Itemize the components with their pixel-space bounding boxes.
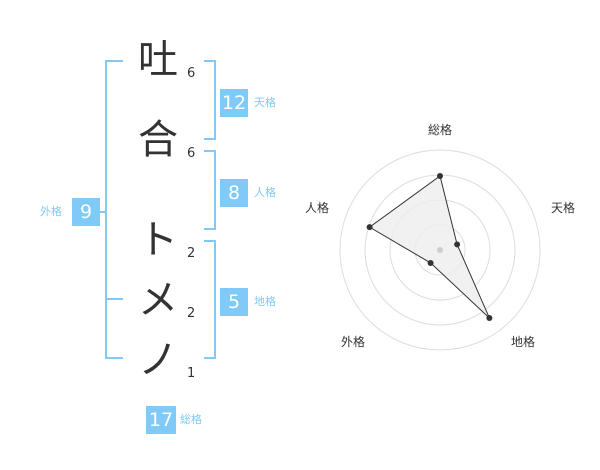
jinkaku-badge: 8 [220,179,248,207]
gaikaku-bracket-top [105,60,123,62]
radar-points [366,173,493,321]
radar-point-2 [454,241,461,248]
stroke-count-4: 2 [187,306,196,321]
radar-ring-4 [339,149,541,351]
soukaku-badge: 17 [146,406,176,434]
radar-point-3 [486,314,493,321]
radar-label-jinkaku: 人格 [305,201,330,215]
tenkaku-badge: 12 [220,89,248,117]
jinkaku-bracket-bottom [204,228,216,230]
radar-label-tenkaku: 天格 [551,201,576,215]
gaikaku-bracket-middle [105,298,123,300]
tenkaku-bracket-bottom [204,138,216,140]
radar-center-dot [437,247,443,253]
gaikaku-bracket-vertical [105,60,107,359]
stroke-count-2: 6 [187,146,196,161]
chikaku-bracket-vertical [214,240,216,359]
jinkaku-bracket-top [204,150,216,152]
chikaku-bracket-top [204,240,216,242]
radar-point-1 [437,173,443,179]
radar-point-5 [366,224,373,231]
chikaku-label: 地格 [254,295,276,308]
chikaku-bracket-bottom [204,357,216,359]
gaikaku-label: 外格 [40,205,62,218]
soukaku-label: 総格 [180,413,202,426]
name-char-3: ト [138,217,178,263]
jinkaku-bracket-vertical [214,150,216,230]
name-char-1: 吐 [138,37,178,83]
chikaku-badge: 5 [220,288,248,316]
radar-label-soukaku: 総格 [428,123,453,137]
radar-polygon [368,175,490,319]
tenkaku-bracket-vertical [214,60,216,140]
gaikaku-badge: 9 [72,198,100,226]
name-char-5: ノ [138,337,178,383]
radar-point-4 [427,259,434,266]
tenkaku-bracket-top [204,60,216,62]
name-char-4: メ [138,277,178,323]
name-char-2: 合 [138,117,178,163]
stroke-count-1: 6 [187,66,196,81]
gaikaku-bracket-bottom [105,357,123,359]
stroke-count-3: 2 [187,246,196,261]
radar-label-chikaku: 地格 [511,335,536,349]
jinkaku-label: 人格 [254,186,276,199]
tenkaku-label: 天格 [254,96,276,109]
radar-label-gaikaku: 外格 [341,335,366,349]
stroke-count-5: 1 [187,366,196,381]
